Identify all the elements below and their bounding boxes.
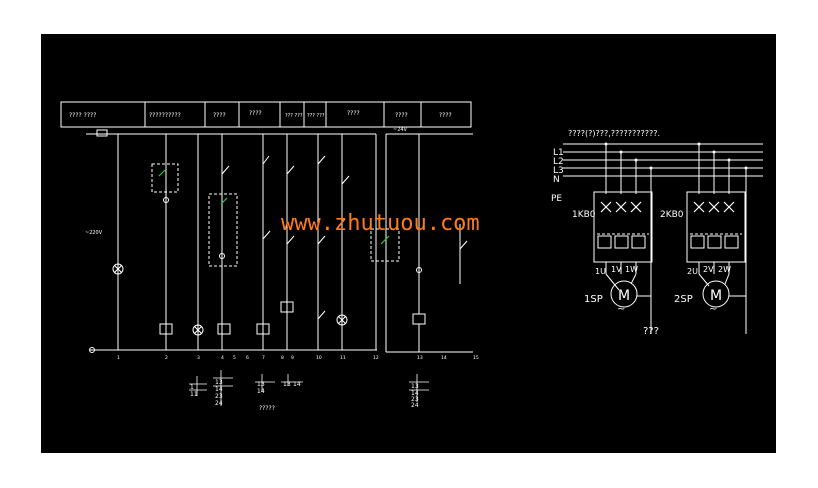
svg-text:14: 14 — [257, 388, 265, 395]
header-table — [60, 101, 472, 128]
column-number-8: 8 — [281, 355, 284, 361]
voltage-label: ~220V — [85, 230, 103, 236]
svg-text:13: 13 — [283, 381, 291, 388]
header-cell-2: ?????????? — [149, 112, 181, 119]
column-number-13: 13 — [417, 355, 423, 361]
watermark: www.zhutuou.com — [281, 211, 480, 236]
header-cell-6: ??? ??? — [307, 113, 325, 119]
control-caption: ????? — [259, 405, 275, 412]
column-number-12: 12 — [373, 355, 379, 361]
svg-text:14: 14 — [411, 390, 419, 397]
motor-1-tilde: ~ — [617, 304, 625, 315]
junction-dots — [604, 142, 748, 170]
column-number-2: 2 — [165, 355, 168, 361]
bus-label-l1: L1 — [553, 148, 564, 158]
breaker-2-label: 2KB0 — [660, 210, 684, 220]
svg-text:11: 11 — [190, 391, 198, 398]
supply-title: ????(?)???,???????????. — [568, 129, 660, 138]
column-number-7: 7 — [262, 355, 265, 361]
contact-table-5: 13 14 23 24 — [409, 374, 429, 409]
svg-text:14: 14 — [215, 386, 223, 393]
control-circuit — [86, 129, 473, 353]
svg-text:23: 23 — [411, 396, 419, 403]
column-number-6: 6 — [246, 355, 249, 361]
motor-1-terminal-v: 1V — [611, 265, 622, 274]
motor-1-symbol: M — [618, 288, 630, 304]
bus-label-n: N — [553, 175, 560, 185]
header-cell-1: ???? ???? — [69, 112, 96, 119]
svg-text:24: 24 — [215, 400, 223, 407]
svg-text:14: 14 — [293, 381, 301, 388]
header-cell-4: ???? — [249, 110, 262, 117]
svg-text:13: 13 — [215, 379, 223, 386]
motor-2-tilde: ~ — [709, 304, 717, 315]
column-number-11: 11 — [340, 355, 346, 361]
motor-2-terminal-u: 2U — [687, 267, 698, 276]
contact-table-2: 13 14 23 24 — [213, 370, 233, 407]
header-cell-9: ???? — [439, 112, 452, 119]
motor-caption: ??? — [643, 326, 659, 337]
column-number-9: 9 — [291, 355, 294, 361]
svg-text:23: 23 — [215, 393, 223, 400]
breaker-1 — [593, 144, 653, 334]
bus-label-l3: L3 — [553, 166, 564, 176]
svg-text:1: 1 — [190, 384, 194, 391]
breaker-2 — [686, 144, 747, 334]
motor-2-label: 2SP — [674, 294, 693, 305]
contact-table-3: 13 14 — [255, 374, 275, 395]
motor-1-terminal-w: 1W — [625, 265, 638, 274]
bus-lines — [563, 143, 763, 177]
svg-text:24: 24 — [411, 402, 419, 409]
breaker-1-label: 1KB0 — [572, 210, 596, 220]
contact-table-4: 13 14 — [281, 374, 303, 388]
motor-2-terminal-v: 2V — [703, 265, 714, 274]
column-number-1: 1 — [117, 355, 120, 361]
motor-2-terminal-w: 2W — [718, 265, 731, 274]
column-number-4: 4 — [221, 355, 224, 361]
accent-marks — [158, 169, 390, 245]
schematic-svg: ???? ???? ?????????? ???? ???? ??? ??? ?… — [60, 101, 763, 412]
column-number-15: 15 — [473, 355, 479, 361]
svg-text:13: 13 — [411, 383, 419, 390]
drawing-canvas: ???? ???? ?????????? ???? ???? ??? ??? ?… — [41, 34, 776, 453]
column-number-5: 5 — [233, 355, 236, 361]
header-cell-3: ???? — [213, 112, 226, 119]
motor-2-symbol: M — [710, 288, 722, 304]
column-number-3: 3 — [197, 355, 200, 361]
column-number-10: 10 — [316, 355, 322, 361]
header-cell-8: ???? — [395, 112, 408, 119]
bus-label-pe: PE — [551, 194, 562, 204]
column-number-14: 14 — [441, 355, 447, 361]
bus-label-l2: L2 — [553, 157, 564, 167]
voltage-label-2: ~24V — [393, 127, 408, 133]
header-cell-5: ??? ??? — [285, 113, 303, 119]
motor-1-label: 1SP — [584, 294, 603, 305]
contact-table-1: 1 11 — [189, 376, 207, 398]
breaker-1-contacts — [600, 201, 642, 213]
svg-text:13: 13 — [257, 381, 265, 388]
breaker-2-contacts — [693, 201, 735, 213]
header-cell-7: ???? — [347, 110, 360, 117]
motor-1-terminal-u: 1U — [595, 267, 606, 276]
